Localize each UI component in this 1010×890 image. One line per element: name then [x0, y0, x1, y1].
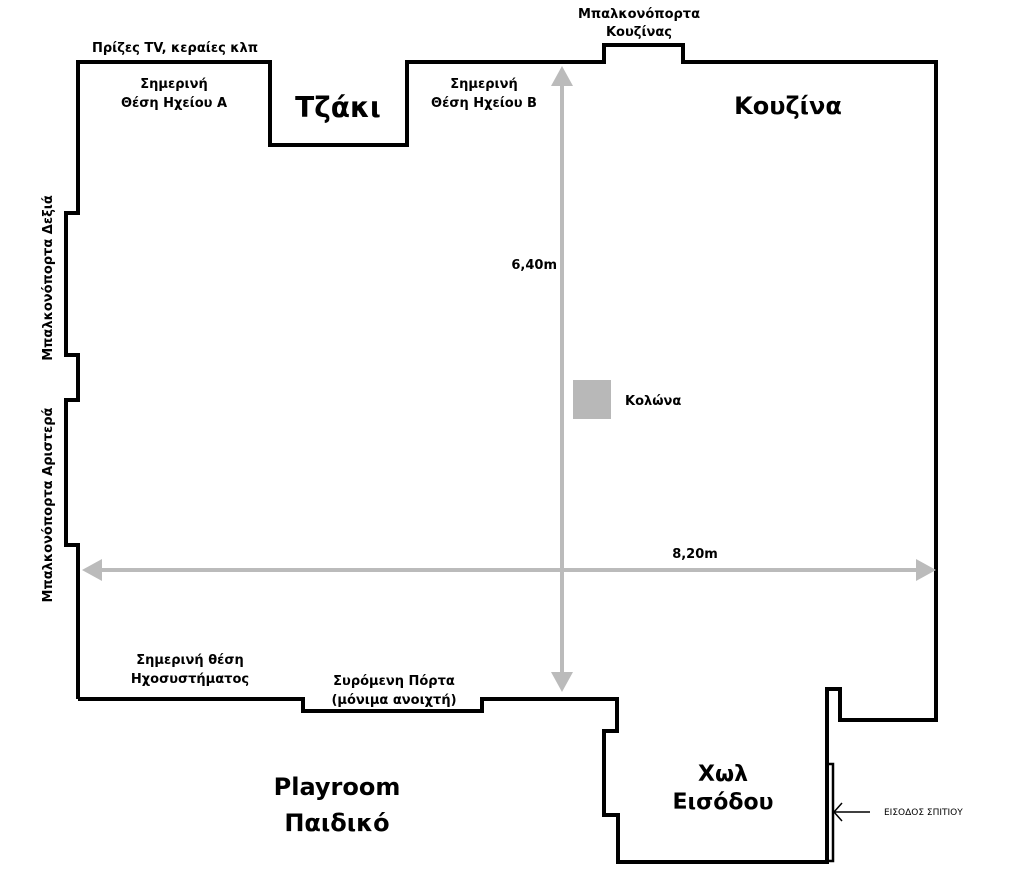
speaker-a-label-line2: Θέση Ηχείου Α	[121, 96, 227, 111]
fireplace-label: Τζάκι	[295, 91, 381, 124]
hall-label-line1: Χωλ	[698, 762, 748, 787]
height-dimension-label: 6,40m	[511, 258, 557, 273]
height-dimension-arrow	[551, 66, 573, 692]
entrance-label: ΕΙΣΟΔΟΣ ΣΠΙΤΙΟΥ	[884, 808, 963, 818]
column-square	[573, 380, 611, 419]
kitchen-balcony-label-line1: Μπαλκονόπορτα	[578, 7, 700, 22]
tv-outlets-label: Πρίζες TV, κεραίες κλπ	[92, 41, 258, 56]
main-room-walls	[64, 43, 938, 864]
hall-label-line2: Εισόδου	[673, 790, 774, 815]
speaker-a-label-line1: Σημερινή	[140, 77, 207, 92]
playroom-label-line1: Playroom	[274, 773, 401, 801]
entrance-door	[825, 762, 835, 863]
sound-system-label-line2: Ηχοσυστήματος	[131, 672, 249, 687]
sliding-door-label-line1: Συρόμενη Πόρτα	[333, 674, 455, 689]
sound-system-label-line1: Σημερινή θέση	[136, 653, 244, 668]
width-dimension-label: 8,20m	[672, 547, 718, 562]
entrance-arrow-icon	[832, 802, 870, 822]
playroom-label-line2: Παιδικό	[284, 809, 389, 837]
sliding-door-label-line2: (μόνιμα ανοιχτή)	[331, 693, 456, 708]
balcony-right-label: Μπαλκονόπορτα Δεξιά	[41, 195, 56, 361]
balcony-left-label: Μπαλκονόπορτα Αριστερά	[41, 407, 56, 602]
kitchen-balcony-label-line2: Κουζίνας	[606, 25, 672, 40]
kitchen-label: Κουζίνα	[734, 92, 842, 120]
speaker-b-label-line1: Σημερινή	[450, 77, 517, 92]
speaker-b-label-line2: Θέση Ηχείου Β	[431, 96, 537, 111]
width-dimension-arrow	[82, 559, 936, 581]
column-label: Κολώνα	[625, 394, 681, 409]
